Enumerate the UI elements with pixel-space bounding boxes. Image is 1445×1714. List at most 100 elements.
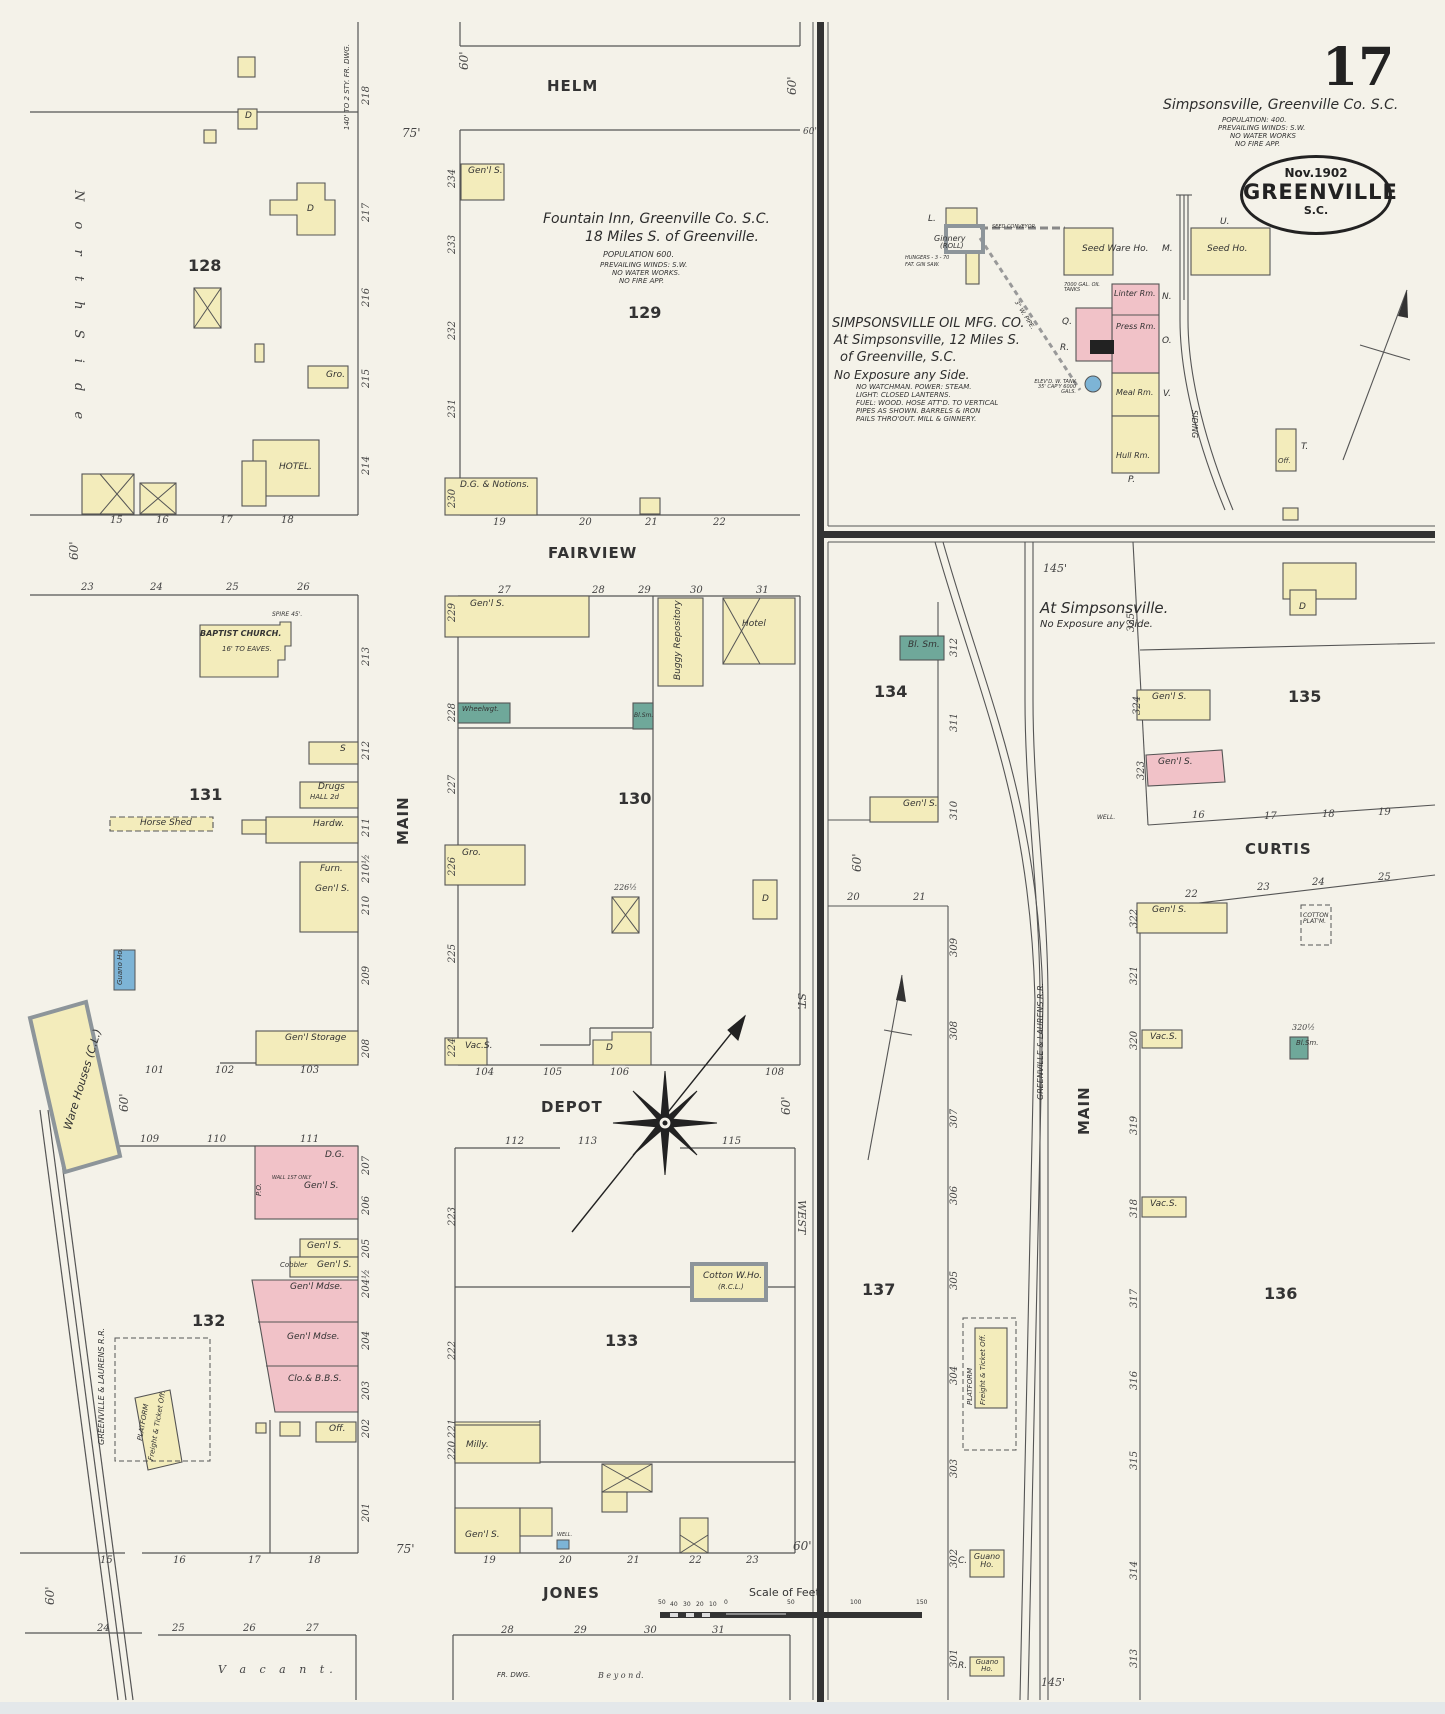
bldg-d-128: D [307,204,314,214]
bldg-furn: Furn. [320,864,343,874]
housenum-31: 31 [712,1625,725,1636]
bldg-well-135: WELL. [1097,814,1116,821]
width-main-top: 75' [402,126,421,140]
main-addr-225: 225 [447,943,458,963]
main-addr-233: 233 [447,234,458,254]
bldg-seed-ware-ho: Seed Ware Ho. [1082,244,1149,254]
block-135: 135 [1288,687,1322,706]
rmain-addr-325: 325 [1126,612,1137,632]
width-helm-left: 60' [457,51,471,70]
oil-mill-title: SIMPSONSVILLE OIL MFG. CO. [832,316,1025,331]
bldg-genl-storage: Gen'l Storage [285,1033,347,1043]
scale-tick-30: 30 [683,1601,691,1608]
main-addr-207: 207 [361,1155,372,1175]
rmain-addr-307: 307 [949,1108,960,1128]
rmain-addr-320: 320 [1129,1030,1140,1050]
rmain-addr-306: 306 [949,1185,960,1205]
main-addr-222: 222 [447,1340,458,1360]
main-addr-216: 216 [361,287,372,307]
bldg-d-130b: D [606,1043,613,1053]
housenum-15: 15 [110,515,123,526]
main-addr-202: 202 [361,1418,372,1438]
housenum-c25: 25 [1378,872,1391,883]
bldg-guano-ho-131: Guano Ho. [116,948,124,985]
width-depot: 60' [117,1093,131,1112]
mill-letter-n: N. [1162,292,1172,302]
bldg-guano-ho-1: Guano Ho. [973,1552,1001,1569]
bldg-genls-129: Gen'l S. [468,166,503,176]
housenum-c23: 23 [1257,882,1270,893]
bldg-drugs: Drugs [318,782,345,792]
housenum-26: 26 [243,1623,256,1634]
block-137: 137 [862,1280,896,1299]
mill-letter-q: Q. [1062,317,1072,327]
header-line-3: NO WATER WORKS [1230,132,1296,140]
rmain-addr-305: 305 [949,1270,960,1290]
bldg-beyond: B e y o n d. [598,1671,644,1680]
oil-mill-detail-2: LIGHT: CLOSED LANTERNS. [856,391,951,399]
rmain-addr-304: 304 [949,1365,960,1385]
main-addr-209: 209 [361,965,372,985]
bldg-genls-132c: Gen'l S. [317,1260,352,1270]
bldg-dg-notions: D.G. & Notions. [460,480,530,490]
bldg-hall: HALL 2d [310,793,339,801]
scale-title: Scale of Feet. [749,1586,824,1599]
housenum-111: 111 [300,1134,320,1145]
housenum-c21: 21 [913,892,926,903]
bldg-vacant: V a c a n t. [218,1663,338,1676]
sheet-number: 17 [1322,37,1395,98]
city-name: GREENVILLE [1243,180,1398,204]
rmain-addr-319: 319 [1129,1115,1140,1135]
header-line-2: PREVAILING WINDS: S.W. [1218,124,1306,132]
rmain-addr-321: 321 [1129,965,1140,985]
bldg-cotton-who-sub: (R.C.L.) [718,1283,744,1291]
width-jones-left: 60' [43,1586,57,1605]
main-addr-234: 234 [447,168,458,188]
housenum-28: 28 [501,1625,514,1636]
street-north-side: N o r t h S i d e [71,190,86,428]
main-addr-203: 203 [361,1380,372,1400]
width-curtis: 60' [850,853,864,872]
rmain-addr-301: 301 [949,1648,960,1668]
block-136: 136 [1264,1284,1298,1303]
letter-c-guano: C. [958,1556,968,1566]
main-addr-204: 204 [361,1330,372,1350]
stone-buildings [457,635,1309,1060]
block-130: 130 [618,789,652,808]
rmain-addr-311: 311 [949,712,960,732]
main-addr-227: 227 [447,774,458,794]
main-addr-211: 211 [361,817,372,837]
housenum-21: 21 [645,517,658,528]
scale-tick-100: 100 [850,1599,862,1606]
main-addr-230: 230 [447,488,458,508]
housenum-c16: 16 [1192,810,1205,821]
housenum-c22: 22 [1185,889,1198,900]
bldg-vac-s-136a: Vac.S. [1150,1032,1178,1042]
bldg-seed-ho: Seed Ho. [1207,244,1248,254]
housenum-30: 30 [644,1625,657,1636]
bldg-dg-132: D.G. [325,1150,345,1160]
fountain-inn-line-3: NO WATER WORKS. [612,269,681,277]
bldg-linter-rm: Linter Rm. [1114,289,1156,298]
bldg-genls-130: Gen'l S. [470,599,505,609]
scale-tick-150: 150 [916,1599,928,1606]
bldg-church-eaves: 16' TO EAVES. [222,645,272,653]
bldg-baptist-church: BAPTIST CHURCH. [200,629,282,638]
main-addr-228: 228 [447,702,458,722]
header-title: Simpsonsville, Greenville Co. S.C. [1163,97,1399,113]
bldg-cobbler: Cobbler [280,1261,308,1269]
bldg-clo-bbs: Clo.& B.B.S. [288,1374,342,1384]
main-addr-215: 215 [361,368,372,388]
housenum-29: 29 [638,585,651,596]
bldg-oil-tanks: 7000 GAL. OIL TANKS [1064,282,1100,293]
frame-buildings [29,56,1357,1677]
housenum-c17: 17 [1264,811,1277,822]
scale-tick-20: 20 [696,1601,704,1608]
bldg-press-rm: Press Rm. [1116,322,1156,331]
bldg-d-top: D [245,111,252,121]
brick-buildings [251,283,1226,1413]
street-depot: DEPOT [541,1098,603,1116]
bldg-genls-132b: Gen'l S. [307,1241,342,1251]
main-addr-213: 213 [361,646,372,666]
